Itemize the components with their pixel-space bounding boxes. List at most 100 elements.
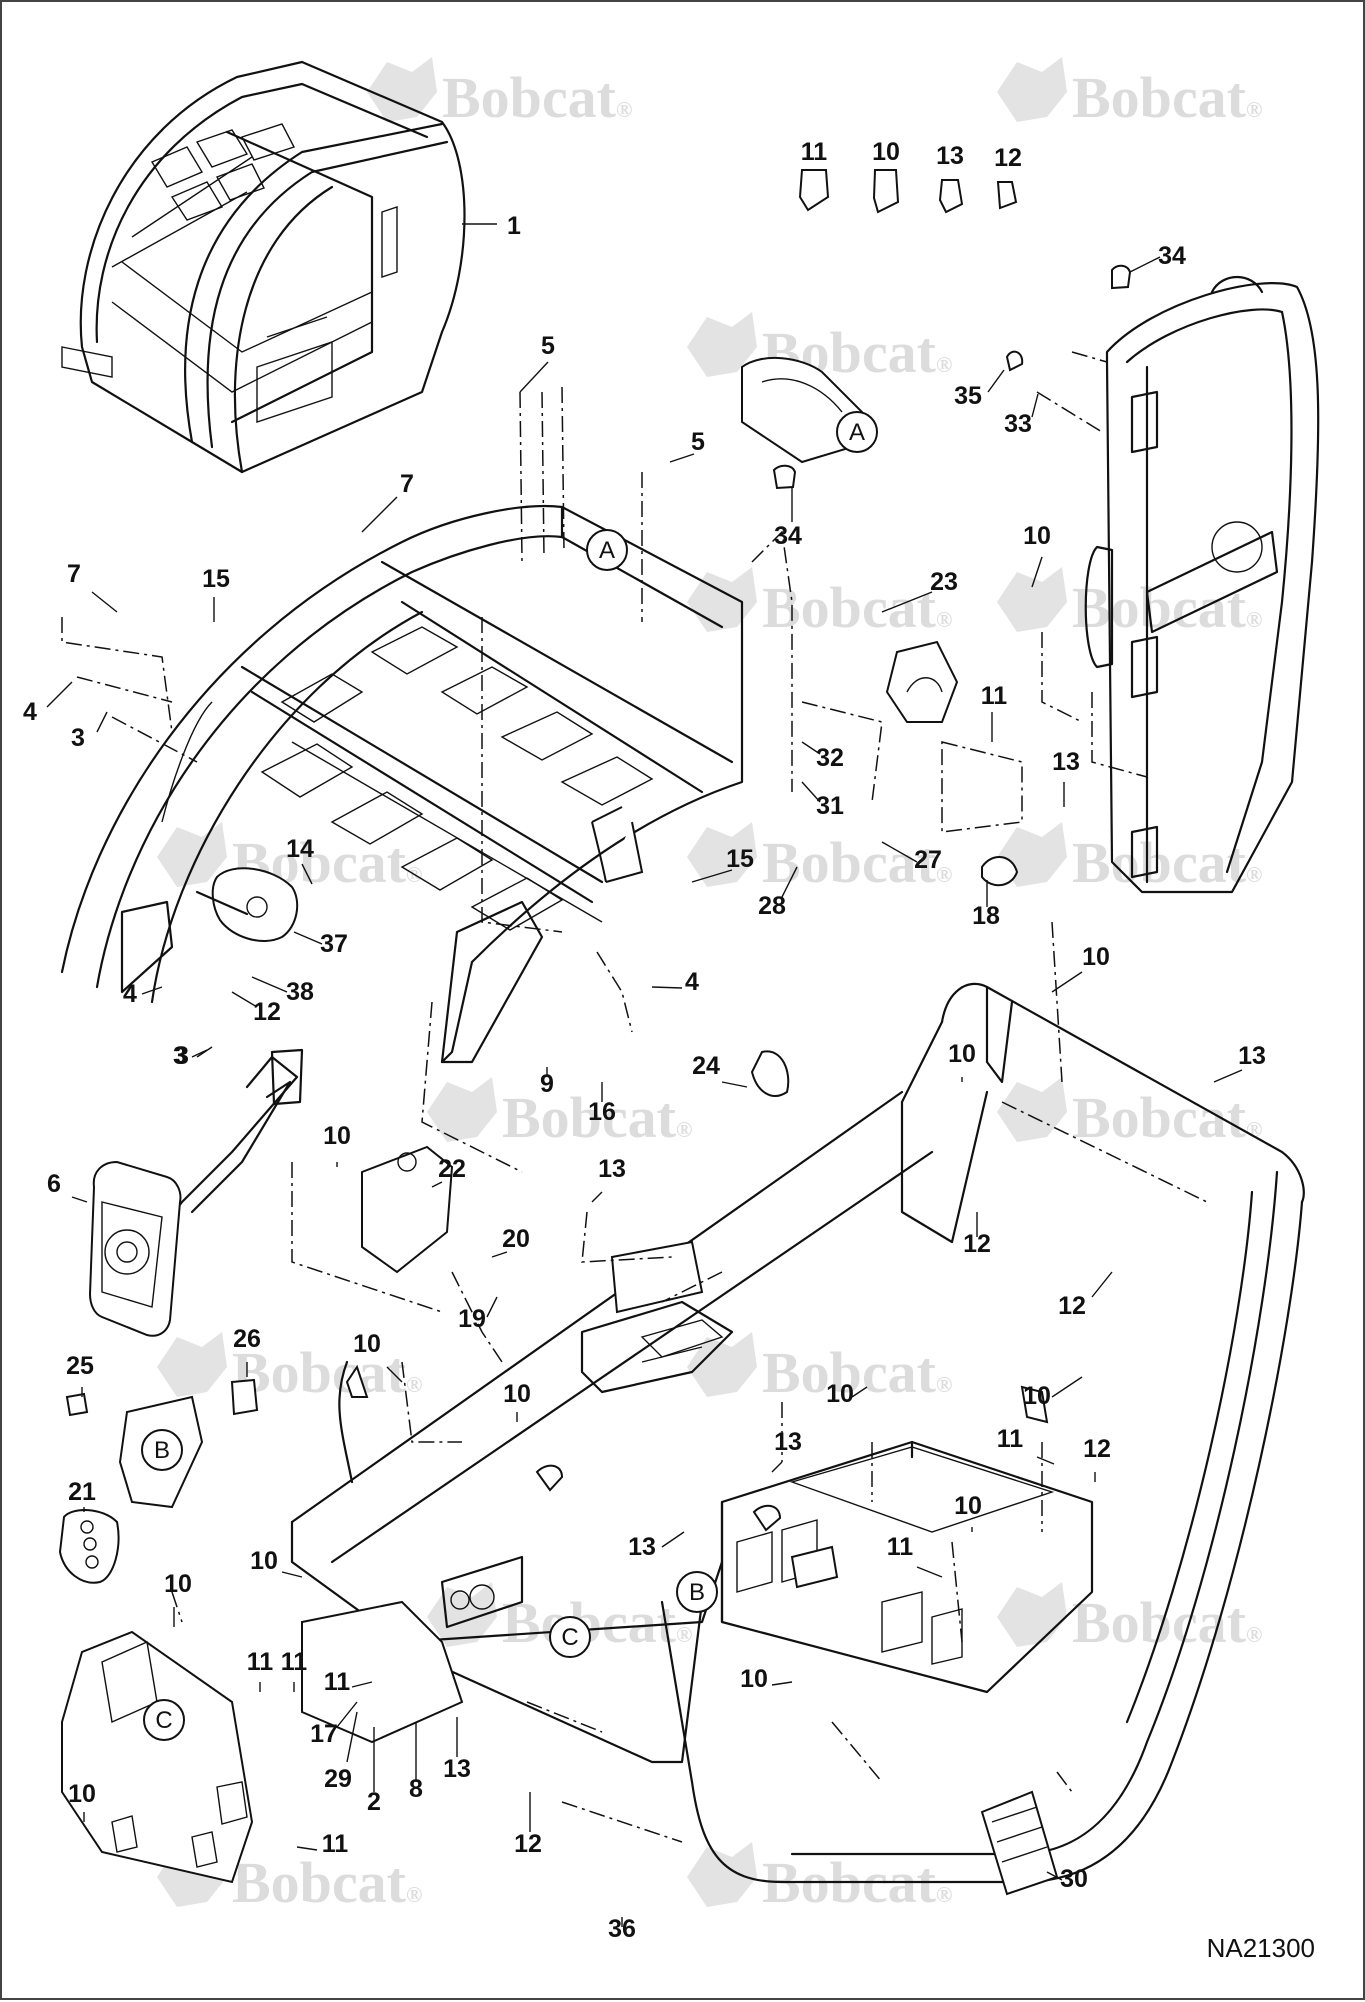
callout-leader-line — [491, 1251, 508, 1258]
watermark-logo-icon — [997, 1582, 1067, 1647]
callout-part-20: 20 — [502, 1225, 530, 1253]
callout-leader-line — [361, 496, 398, 533]
callout-part-5: 5 — [691, 428, 705, 456]
callout-leader-line — [351, 1681, 373, 1688]
watermark-text: Bobcat® — [762, 1340, 952, 1405]
mirror-assembly — [88, 1048, 304, 1337]
callout-part-25: 25 — [66, 1352, 94, 1380]
callout-leader-line — [293, 931, 323, 945]
callout-part-3: 3 — [175, 1042, 189, 1070]
callout-part-22: 22 — [438, 1155, 466, 1183]
callout-part-7: 7 — [67, 560, 81, 588]
callout-part-12: 12 — [994, 144, 1022, 172]
callout-leader-line — [801, 781, 821, 803]
callout-leader-line — [1051, 1376, 1083, 1398]
callout-leader-line — [281, 1571, 303, 1578]
callout-part-3: 3 — [173, 1042, 187, 1070]
callout-leader-line — [386, 1366, 403, 1383]
callout-part-9: 9 — [540, 1070, 554, 1098]
callout-leader-line — [987, 369, 1005, 393]
callout-part-4: 4 — [685, 968, 699, 996]
callout-part-11: 11 — [887, 1533, 914, 1561]
callout-part-16: 16 — [588, 1098, 616, 1126]
callout-part-29: 29 — [324, 1765, 352, 1793]
watermark-text: Bobcat® — [1072, 575, 1262, 640]
callout-leader-line — [1129, 256, 1161, 273]
callout-leader-line — [851, 1386, 868, 1398]
watermark-text: Bobcat® — [1072, 65, 1262, 130]
callout-leader-line — [519, 361, 549, 393]
phantom-lines — [61, 351, 1208, 1843]
callout-leader-line — [1213, 1069, 1243, 1083]
callout-part-1: 1 — [507, 212, 521, 240]
callout-leader-line — [661, 1531, 685, 1548]
callout-part-10: 10 — [1023, 522, 1051, 550]
callout-part-13: 13 — [1238, 1042, 1266, 1070]
callout-part-12: 12 — [963, 1230, 991, 1258]
cab-frame-assembly-thumbnail — [61, 60, 466, 474]
reference-circle-c — [549, 1616, 591, 1658]
callout-part-13: 13 — [443, 1755, 471, 1783]
callout-part-10: 10 — [1082, 943, 1110, 971]
callout-part-12: 12 — [253, 998, 281, 1026]
callout-part-11: 11 — [324, 1668, 351, 1696]
reference-circle-a — [586, 529, 628, 571]
watermark-logo-icon — [687, 822, 757, 887]
callout-part-10: 10 — [503, 1380, 531, 1408]
main-cab-chassis — [290, 982, 1305, 1884]
watermark-logo-icon — [687, 567, 757, 632]
watermark-text: Bobcat® — [502, 1590, 692, 1655]
reference-circle-label: C — [155, 1707, 172, 1734]
watermark-logo-icon — [997, 57, 1067, 122]
watermark-logo-icon — [687, 1842, 757, 1907]
callout-leader-line — [296, 1846, 318, 1851]
callout-leader-line — [486, 1296, 498, 1318]
watermark-layer: Bobcat® Bobcat® Bobcat® Bobcat® Bobcat® Bobca… — [157, 57, 1262, 1915]
watermark-text: Bobcat® — [1072, 830, 1262, 895]
reference-circle-label: B — [154, 1437, 170, 1464]
small-mirror — [195, 867, 299, 942]
watermark-logo-icon — [367, 57, 437, 122]
callout-part-32: 32 — [816, 744, 844, 772]
callout-part-12: 12 — [1058, 1292, 1086, 1320]
callout-part-13: 13 — [628, 1533, 656, 1561]
callout-leader-line — [71, 1196, 88, 1203]
callout-part-13: 13 — [1052, 748, 1080, 776]
callout-part-15: 15 — [726, 845, 754, 873]
callout-part-5: 5 — [541, 332, 555, 360]
watermark-logo-icon — [427, 1077, 497, 1142]
watermark-text: Bobcat® — [1072, 1085, 1262, 1150]
callout-part-11: 11 — [801, 138, 828, 166]
callout-part-10: 10 — [323, 1122, 351, 1150]
callout-part-26: 26 — [233, 1325, 261, 1353]
callout-part-38: 38 — [286, 978, 314, 1006]
callout-leader-line — [336, 1701, 358, 1728]
callout-leader-line — [1091, 1271, 1113, 1298]
watermark-logo-icon — [157, 1332, 227, 1397]
callout-leader-line — [721, 1081, 748, 1088]
callout-leader-line — [1046, 1871, 1063, 1881]
callout-part-3: 3 — [71, 724, 85, 752]
callout-part-14: 14 — [286, 835, 314, 863]
callout-leader-line — [191, 1049, 208, 1058]
callout-part-11: 11 — [322, 1830, 349, 1858]
reference-circle-b — [141, 1429, 183, 1471]
callout-part-10: 10 — [872, 138, 900, 166]
watermark-logo-icon — [997, 567, 1067, 632]
watermark-text: Bobcat® — [762, 575, 952, 640]
watermark-text: Bobcat® — [762, 830, 952, 895]
callout-part-12: 12 — [514, 1830, 542, 1858]
watermark-logo-icon — [687, 312, 757, 377]
callout-part-15: 15 — [202, 565, 230, 593]
callout-leader-line — [251, 976, 288, 993]
callout-part-34: 34 — [774, 522, 802, 550]
callout-part-6: 6 — [47, 1170, 61, 1198]
callout-part-4: 4 — [123, 980, 137, 1008]
callout-part-17: 17 — [310, 1720, 338, 1748]
callout-part-11: 11 — [997, 1425, 1024, 1453]
callout-leader-line — [781, 866, 798, 898]
callout-leader-line — [431, 1181, 443, 1188]
watermark-logo-icon — [997, 1077, 1067, 1142]
callout-part-37: 37 — [320, 930, 348, 958]
